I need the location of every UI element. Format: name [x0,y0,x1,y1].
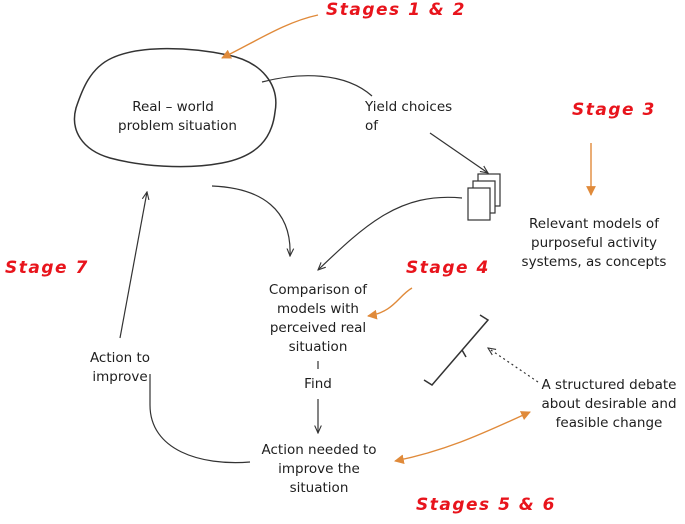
models-to-comparison-arrow [318,196,463,270]
stage4-pointer [367,287,413,320]
structured-debate-text: A structured debate about desirable and … [541,377,677,431]
stage12-pointer [221,14,319,59]
improve-to-cloud-arrow [119,192,147,339]
stage56-pointer [394,411,531,465]
yield-to-models-arrow [429,132,488,173]
action-to-improve-text: Action to improve [89,350,151,385]
model-documents-icon [467,173,501,221]
stage-1-2-label: Stages 1 & 2 [326,0,466,20]
stage-3-label: Stage 3 [572,100,656,120]
find-text: Find [304,376,332,392]
action-loop-curve [149,374,251,464]
action-needed-text: Action needed to improve the situation [261,442,377,496]
real-world-situation-text: Real – world problem situation [118,99,237,134]
cloud-to-comparison-arrow [211,185,290,256]
yield-choices-text: Yield choices of [365,99,453,134]
comparison-text: Comparison of models with perceived real… [268,282,368,355]
stage-5-6-label: Stages 5 & 6 [416,495,556,515]
cloud-to-yield-line [261,75,373,97]
stage-7-label: Stage 7 [5,258,89,278]
debate-dotted-arrow [488,348,539,383]
stage-4-label: Stage 4 [406,258,490,278]
relevant-models-text: Relevant models of purposeful activity s… [521,216,667,270]
debate-bracket [423,314,490,386]
